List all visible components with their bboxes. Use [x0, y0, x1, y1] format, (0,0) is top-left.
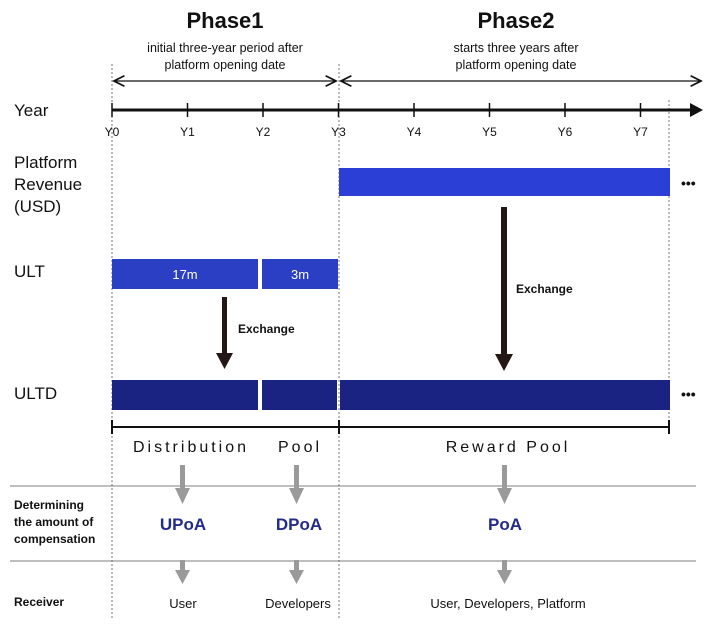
year-tick-label-y7: Y7 [633, 125, 648, 139]
ult-bar-3m [262, 259, 338, 289]
exchange-arrow-1-head [216, 353, 233, 369]
receiver-label: Receiver [14, 595, 64, 609]
mechanism-poa: PoA [488, 515, 522, 534]
phase1-subtitle-line1: initial three-year period after [147, 41, 303, 55]
year-tick-label-y0: Y0 [105, 125, 120, 139]
year-axis-arrowhead [690, 103, 703, 117]
year-ticks: Y0 Y1 Y2 Y3 Y4 Y5 Y6 Y7 [105, 103, 648, 139]
ult-label: ULT [14, 262, 45, 281]
distribution-pool-word2: Pool [278, 439, 322, 456]
gray-arrows [175, 465, 512, 584]
distribution-pool-word1: Distribution [133, 439, 249, 456]
mechanism-dpoa: DPoA [276, 515, 322, 534]
exchange-label-phase2: Exchange [516, 282, 573, 296]
revenue-ellipsis: ••• [681, 175, 696, 191]
exchange-arrow-1-shaft [222, 297, 227, 353]
ult-bar-17m [112, 259, 258, 289]
year-tick-label-y2: Y2 [256, 125, 271, 139]
platform-revenue-label-line1: Platform [14, 153, 77, 172]
phase1-subtitle-line2: platform opening date [165, 58, 286, 72]
determining-label-line1: Determining [14, 498, 84, 512]
exchange-label-phase1: Exchange [238, 322, 295, 336]
mechanism-upoa: UPoA [160, 515, 206, 534]
receiver-developers: Developers [265, 596, 331, 611]
year-label: Year [14, 101, 49, 120]
ult-segment-17m: 17m [172, 267, 197, 282]
reward-pool-label: Reward Pool [446, 439, 571, 456]
year-tick-label-y1: Y1 [180, 125, 195, 139]
year-tick-label-y5: Y5 [482, 125, 497, 139]
ultd-bar-2 [262, 380, 337, 410]
ultd-bar-1 [112, 380, 258, 410]
platform-revenue-label-line2: Revenue [14, 175, 82, 194]
ult-segment-3m: 3m [291, 267, 309, 282]
phase2-subtitle-line2: platform opening date [456, 58, 577, 72]
exchange-arrow-2-head [495, 354, 513, 371]
ultd-bar-3 [340, 380, 670, 410]
phase2-subtitle-line1: starts three years after [453, 41, 578, 55]
receiver-user: User [169, 596, 197, 611]
year-tick-label-y4: Y4 [407, 125, 422, 139]
determining-label-line2: the amount of [14, 515, 94, 529]
year-tick-label-y3: Y3 [331, 125, 346, 139]
platform-revenue-bar [339, 168, 670, 196]
receiver-all: User, Developers, Platform [430, 596, 585, 611]
exchange-arrow-2-shaft [501, 207, 507, 355]
phase1-title: Phase1 [186, 8, 263, 33]
phase2-title: Phase2 [477, 8, 554, 33]
determining-label-line3: compensation [14, 532, 95, 546]
year-tick-label-y6: Y6 [558, 125, 573, 139]
ultd-label: ULTD [14, 384, 57, 403]
platform-revenue-label-line3: (USD) [14, 197, 61, 216]
ultd-ellipsis: ••• [681, 386, 696, 402]
